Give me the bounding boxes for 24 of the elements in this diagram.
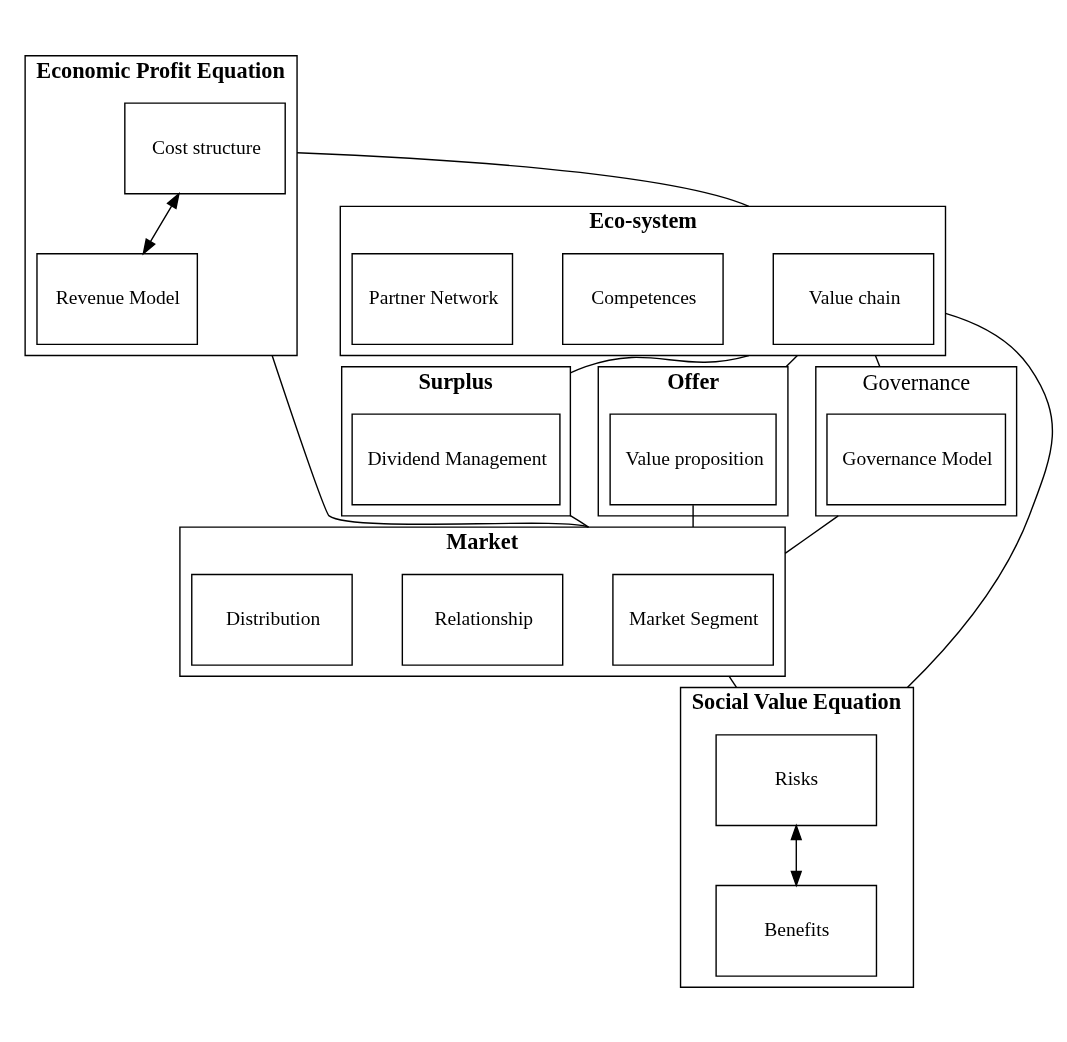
node-box: Value chain	[772, 252, 935, 345]
arrow	[142, 191, 180, 255]
connector	[906, 312, 1054, 688]
node-box: Relationship	[401, 573, 564, 666]
node-box: Market Segment	[612, 573, 774, 666]
connector	[785, 354, 799, 367]
node-box: Competences	[562, 252, 724, 345]
connector	[874, 354, 881, 367]
node-box: Revenue Model	[36, 252, 199, 345]
node-box: Cost structure	[124, 101, 286, 194]
connector	[784, 514, 839, 554]
node-box: Benefits	[715, 884, 878, 977]
connector	[569, 514, 590, 528]
connector	[692, 503, 694, 528]
node-box: Distribution	[191, 573, 353, 666]
arrow	[790, 822, 803, 887]
node-box: Governance Model	[826, 412, 1007, 505]
node-box: Partner Network	[351, 252, 514, 345]
node-box: Dividend Management	[351, 412, 561, 505]
node-box: Value proposition	[609, 412, 777, 505]
node-box: Risks	[715, 733, 878, 826]
connector	[296, 151, 750, 207]
connector	[728, 675, 738, 688]
connector	[271, 354, 590, 528]
